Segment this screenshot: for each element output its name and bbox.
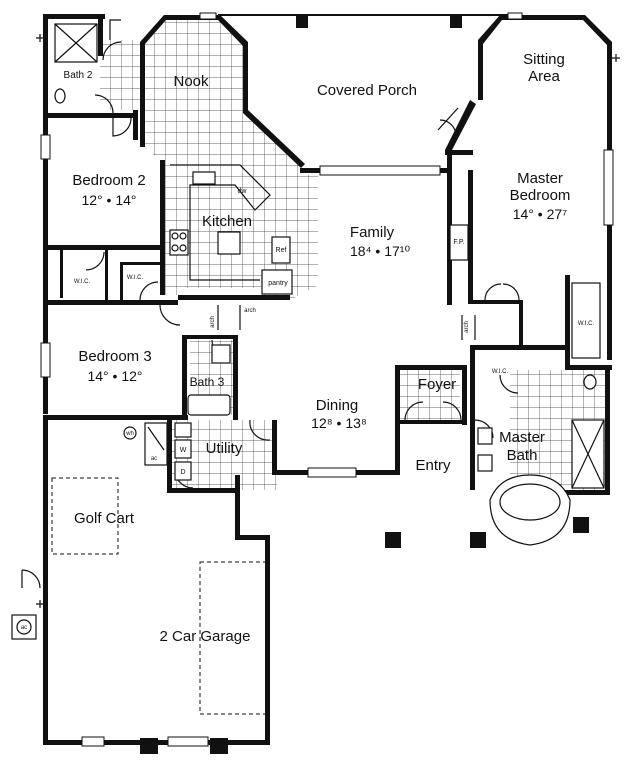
pantry-label: pantry	[268, 280, 288, 287]
wic-label-4: W.I.C.	[492, 369, 509, 375]
dining-dim: 12⁸ • 13⁸	[311, 415, 367, 431]
wic-label-2: W.I.C.	[127, 275, 144, 281]
covered-porch-label: Covered Porch	[317, 82, 417, 99]
arch-label-1: arch	[244, 308, 256, 314]
family-dim: 18⁴ • 17¹⁰	[350, 243, 411, 259]
master-bath-label-2: Bath	[507, 447, 538, 464]
dining-label: Dining	[316, 397, 359, 414]
room-labels: Bath 2 Nook Covered Porch Sitting Area B…	[64, 51, 571, 645]
kitchen-label: Kitchen	[202, 213, 252, 230]
wic-label-1: W.I.C.	[74, 279, 91, 285]
ac-label-1: ac	[151, 456, 157, 462]
bath2-label: Bath 2	[64, 70, 93, 81]
bath3-label: Bath 3	[190, 375, 225, 389]
windows	[40, 12, 614, 747]
washer-label: W	[180, 447, 187, 454]
wh-label: wh	[125, 431, 134, 437]
bedroom3-label: Bedroom 3	[78, 348, 151, 365]
fixtures	[11, 23, 605, 715]
master-bedroom-label-1: Master	[517, 170, 563, 187]
ref-label: Ref	[276, 247, 287, 254]
fp-label: F.P.	[453, 239, 464, 246]
golf-cart-label: Golf Cart	[74, 510, 135, 527]
foyer-label: Foyer	[418, 376, 456, 393]
bedroom3-dim: 14° • 12°	[87, 368, 142, 384]
sitting-label-2: Area	[528, 68, 560, 85]
arch-label-3: arch	[464, 321, 470, 333]
utility-label: Utility	[206, 440, 243, 457]
garage-label: 2 Car Garage	[160, 628, 251, 645]
family-label: Family	[350, 224, 395, 241]
ac-label-2: ac	[21, 625, 27, 631]
fixture-labels: dw Ref pantry arch arch arch F.P. W.I.C.…	[21, 188, 595, 631]
sitting-label-1: Sitting	[523, 51, 565, 68]
master-bedroom-dim: 14° • 27⁷	[513, 206, 568, 222]
bedroom2-dim: 12° • 14°	[81, 192, 136, 208]
entry-label: Entry	[415, 457, 451, 474]
master-bedroom-label-2: Bedroom	[510, 187, 571, 204]
dw-label: dw	[238, 188, 248, 195]
bedroom2-label: Bedroom 2	[72, 172, 145, 189]
nook-label: Nook	[173, 73, 209, 90]
dryer-label: D	[180, 469, 185, 476]
plus-markers	[36, 34, 620, 608]
doors	[21, 19, 520, 589]
master-bath-label-1: Master	[499, 429, 545, 446]
arch-label-2: arch	[210, 316, 216, 328]
wic-label-3: W.I.C.	[578, 321, 595, 327]
